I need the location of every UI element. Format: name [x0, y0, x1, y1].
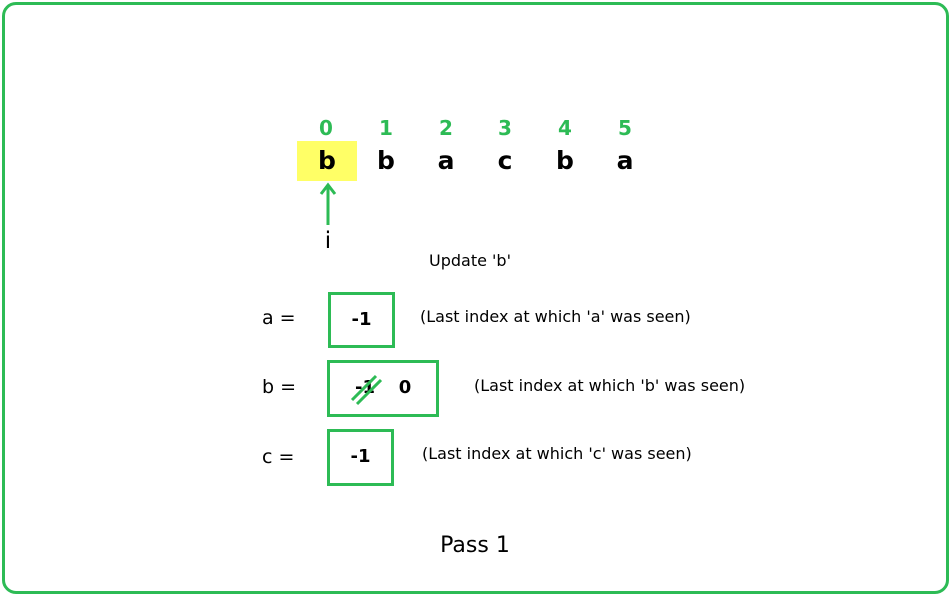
value-box-a: [328, 292, 395, 348]
up-arrow-icon: [319, 182, 337, 225]
string-char: c: [497, 146, 513, 175]
value-c: -1: [350, 446, 371, 467]
string-char-highlighted: b: [297, 141, 357, 181]
index-label: 2: [439, 116, 453, 140]
note-c: (Last index at which 'c' was seen): [422, 444, 692, 463]
pass-caption: Pass 1: [440, 533, 510, 558]
string-char: a: [437, 146, 455, 175]
string-char: b: [377, 146, 395, 175]
var-label-c: c =: [262, 446, 295, 468]
string-char: b: [556, 146, 574, 175]
index-label: 5: [618, 116, 632, 140]
var-label-b: b =: [262, 376, 297, 398]
value-box-b: [327, 360, 439, 417]
index-label: 1: [379, 116, 393, 140]
step-title: Update 'b': [429, 251, 511, 270]
value-box-c: [327, 429, 394, 486]
index-label: 0: [319, 116, 333, 140]
index-label: 3: [498, 116, 512, 140]
note-b: (Last index at which 'b' was seen): [474, 376, 746, 395]
note-a: (Last index at which 'a' was seen): [420, 307, 691, 326]
value-a: -1: [351, 309, 372, 330]
value-b: 0: [398, 377, 412, 398]
string-char: a: [616, 146, 634, 175]
var-label-a: a =: [262, 307, 296, 329]
strikethrough-icon: [350, 374, 383, 406]
pointer-label: i: [324, 228, 332, 254]
index-label: 4: [558, 116, 572, 140]
